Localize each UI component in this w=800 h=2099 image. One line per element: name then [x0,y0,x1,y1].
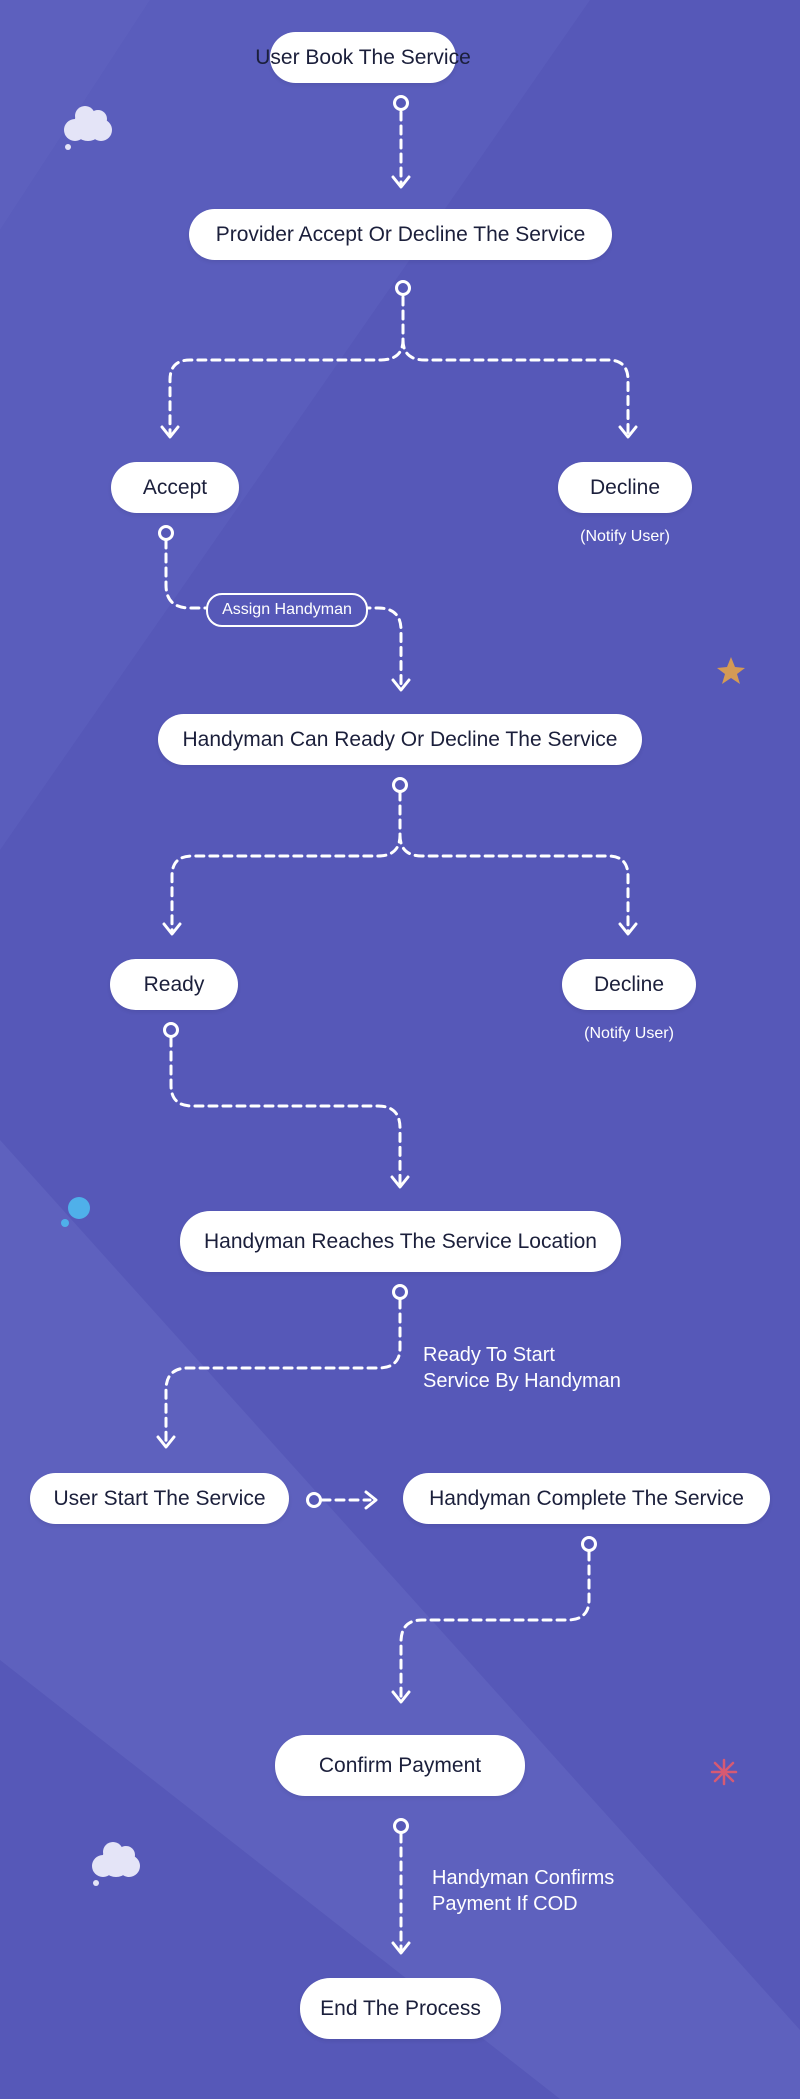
dots-icon [61,1197,90,1227]
arrowhead [391,678,411,692]
label-assign-handyman: Assign Handyman [206,593,368,627]
node-accept: Accept [111,462,239,513]
arrowhead [391,1941,411,1955]
arrowhead [618,425,638,439]
arrowhead [390,1175,410,1189]
connector-handyman-to-decline [398,833,630,934]
arrowhead [391,175,411,189]
connector-start-dot [163,1022,179,1038]
note-notify-user-1: (Notify User) [580,528,670,545]
cloud-icon [92,1842,140,1886]
node-decline-handyman: Decline [562,959,696,1010]
connector-start-dot [581,1536,597,1552]
arrowhead [156,1435,176,1449]
connector-ready-to-reaches [169,1036,402,1187]
label-cod-line2: Payment If COD [432,1893,578,1915]
node-reaches-location: Handyman Reaches The Service Location [180,1211,621,1272]
node-handyman-decision: Handyman Can Ready Or Decline The Servic… [158,714,642,765]
label-cod-line1: Handyman Confirms [432,1867,615,1889]
node-confirm-payment: Confirm Payment [275,1735,525,1796]
connector-start-dot [393,95,409,111]
label-ready-to-start-line2: Service By Handyman [423,1370,621,1392]
arrowhead [364,1490,378,1510]
arrowhead [391,1690,411,1704]
connector-start-dot [392,777,408,793]
node-provider-decision: Provider Accept Or Decline The Service [189,209,612,260]
connector-start-dot [158,525,174,541]
sparkle-icon [710,1758,738,1786]
connector-handyman-to-ready [170,790,402,934]
label-ready-to-start-line1: Ready To Start [423,1344,555,1366]
node-end-process: End The Process [300,1978,501,2039]
connector-start-dot [392,1284,408,1300]
connector-start-dot [393,1818,409,1834]
node-decline-provider: Decline [558,462,692,513]
arrowhead [618,922,638,936]
arrowhead [162,922,182,936]
connector-reaches-to-start [164,1298,402,1447]
connector-assign-to-handyman [360,606,403,690]
node-ready: Ready [110,959,238,1010]
label-cod: Handyman Confirms Payment If COD [432,1865,672,1917]
connector-complete-to-confirm [399,1550,591,1702]
cloud-icon [64,106,112,150]
note-notify-user-2: (Notify User) [584,1025,674,1042]
connector-accept-to-handyman [164,538,210,610]
node-user-start: User Start The Service [30,1473,289,1524]
connector-start-dot [395,280,411,296]
node-user-book: User Book The Service [255,32,471,83]
arrowhead [160,425,180,439]
label-ready-to-start: Ready To Start Service By Handyman [423,1342,663,1394]
node-handyman-complete: Handyman Complete The Service [403,1473,770,1524]
connector-provider-to-decline [401,338,630,437]
star-icon [717,657,745,684]
connector-provider-to-accept [168,295,405,437]
connector-start-dot [306,1492,322,1508]
